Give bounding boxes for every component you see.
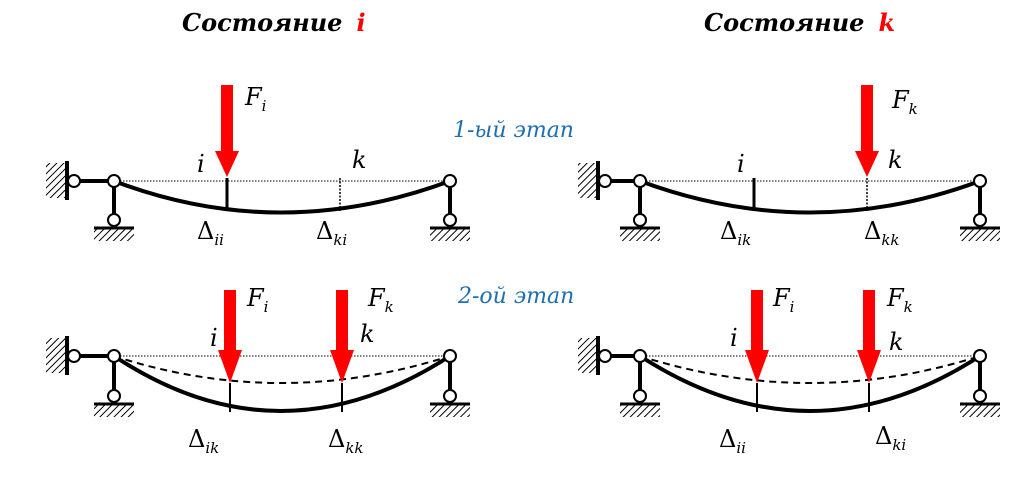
deflected-beam bbox=[638, 354, 982, 413]
point-label-i: i bbox=[730, 324, 738, 352]
stage-label-2: 2-ой этап bbox=[458, 284, 575, 309]
beam-panel-i-stage1 bbox=[46, 85, 470, 241]
beam-panel-i-stage2 bbox=[46, 290, 470, 417]
pin-support-left bbox=[94, 349, 134, 417]
fixed-wall-support bbox=[46, 336, 108, 375]
deflection-label-2: Δkk bbox=[328, 425, 364, 457]
deflected-beam bbox=[639, 179, 981, 215]
deflection-label-2: Δki bbox=[316, 217, 348, 249]
force-label-i: Fi bbox=[773, 284, 795, 316]
title-index: k bbox=[878, 8, 896, 37]
point-label-k: k bbox=[352, 146, 367, 174]
force-label-i: Fi bbox=[247, 284, 269, 316]
force-arrow-i bbox=[218, 290, 242, 383]
deflection-label-2: Δki bbox=[875, 422, 907, 454]
point-label-i: i bbox=[197, 150, 205, 178]
fixed-wall-support bbox=[578, 336, 634, 375]
title-index: i bbox=[356, 8, 366, 37]
pin-support-left bbox=[620, 174, 660, 241]
pin-support-right bbox=[430, 349, 470, 417]
force-label-k: Fk bbox=[887, 284, 913, 316]
deflected-beam bbox=[113, 179, 451, 215]
pin-support-left bbox=[620, 349, 660, 417]
force-arrow bbox=[215, 85, 239, 177]
point-label-i: i bbox=[737, 150, 745, 178]
point-label-k: k bbox=[889, 328, 904, 356]
deflection-label-1: Δii bbox=[197, 217, 224, 249]
stage-label-1: 1-ый этап bbox=[453, 118, 574, 143]
force-arrow bbox=[855, 85, 879, 177]
deflection-label-1: Δii bbox=[719, 425, 746, 457]
force-arrow-k bbox=[330, 290, 354, 383]
force-arrow-k bbox=[857, 290, 881, 383]
beam-panel-k-stage1 bbox=[578, 85, 1000, 241]
deflection-label-1: Δik bbox=[720, 217, 752, 249]
stage1-deflection-curve bbox=[113, 355, 451, 384]
title-state-k: Состояние k bbox=[704, 8, 895, 37]
force-label-k: Fk bbox=[368, 284, 394, 316]
pin-support-right bbox=[430, 174, 470, 241]
point-label-k: k bbox=[360, 320, 375, 348]
deflection-label-1: Δik bbox=[188, 425, 220, 457]
deflection-label-2: Δkk bbox=[864, 217, 900, 249]
pin-support-left bbox=[94, 174, 134, 241]
point-label-i: i bbox=[210, 324, 218, 352]
fixed-wall-support bbox=[578, 161, 634, 200]
force-label: Fk bbox=[892, 86, 918, 118]
pin-support-right bbox=[960, 349, 1000, 417]
deflected-beam bbox=[112, 354, 452, 413]
fixed-wall-support bbox=[46, 161, 108, 200]
title-text: Состояние bbox=[182, 8, 343, 37]
force-label: Fi bbox=[245, 83, 267, 115]
pin-support-right bbox=[960, 174, 1000, 241]
title-state-i: Состояние i bbox=[182, 8, 366, 37]
title-text: Состояние bbox=[704, 8, 865, 37]
point-label-k: k bbox=[888, 146, 903, 174]
beam-panel-k-stage2 bbox=[578, 290, 1000, 417]
stage1-deflection-curve bbox=[639, 355, 981, 384]
force-arrow-i bbox=[745, 290, 769, 383]
